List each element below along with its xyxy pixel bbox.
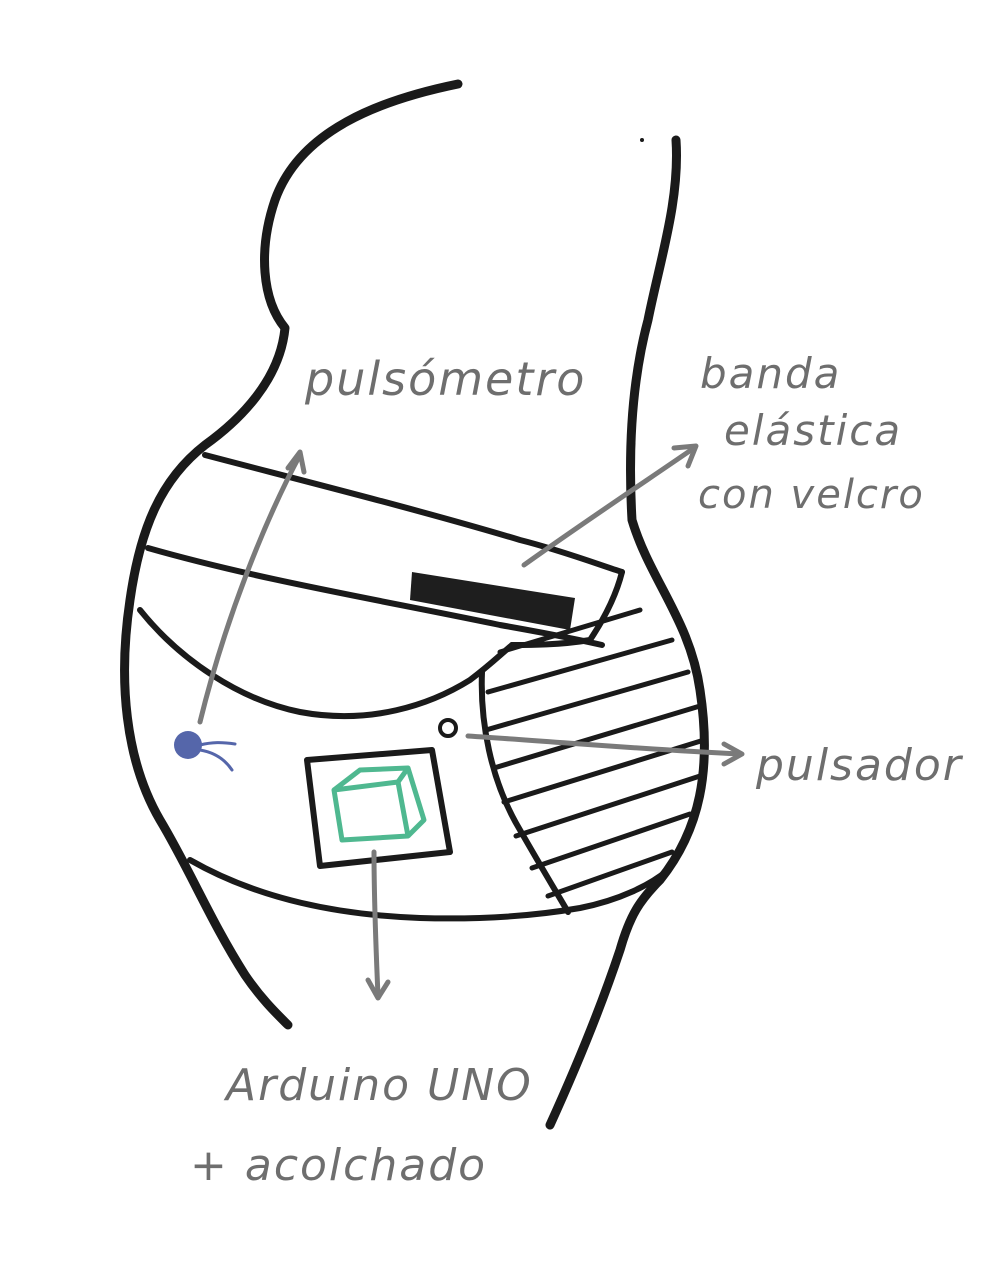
body-outline-front	[120, 79, 463, 1030]
arduino-pocket	[304, 747, 453, 869]
label-pulsador: pulsador	[755, 740, 964, 791]
elastic-side-panel	[483, 607, 707, 899]
arrow-to-arduino	[365, 849, 391, 1001]
label-banda-line3: con velcro	[698, 472, 925, 518]
arduino-box-icon	[331, 765, 427, 843]
ink-dot	[640, 138, 644, 142]
side-panel-divider	[478, 669, 571, 915]
band-lower-curve	[137, 607, 515, 720]
band-bottom-edge	[187, 857, 671, 922]
velcro-strip	[410, 572, 575, 630]
arrow-to-band	[521, 443, 699, 568]
push-button-icon	[438, 718, 458, 738]
label-pulsometro: pulsómetro	[304, 352, 586, 406]
label-arduino-line1: Arduino UNO	[223, 1060, 533, 1111]
label-arduino-line2: + acolchado	[190, 1140, 487, 1191]
label-banda-line1: banda	[700, 349, 841, 398]
band-top-edge	[202, 452, 625, 575]
arrow-to-button	[465, 733, 745, 767]
arrow-to-pulse-sensor	[197, 449, 307, 725]
body-outline-back	[545, 135, 709, 1130]
label-banda-line2: elástica	[724, 406, 902, 455]
pulse-sensor-icon	[174, 731, 237, 772]
band-upper-line	[145, 545, 605, 648]
